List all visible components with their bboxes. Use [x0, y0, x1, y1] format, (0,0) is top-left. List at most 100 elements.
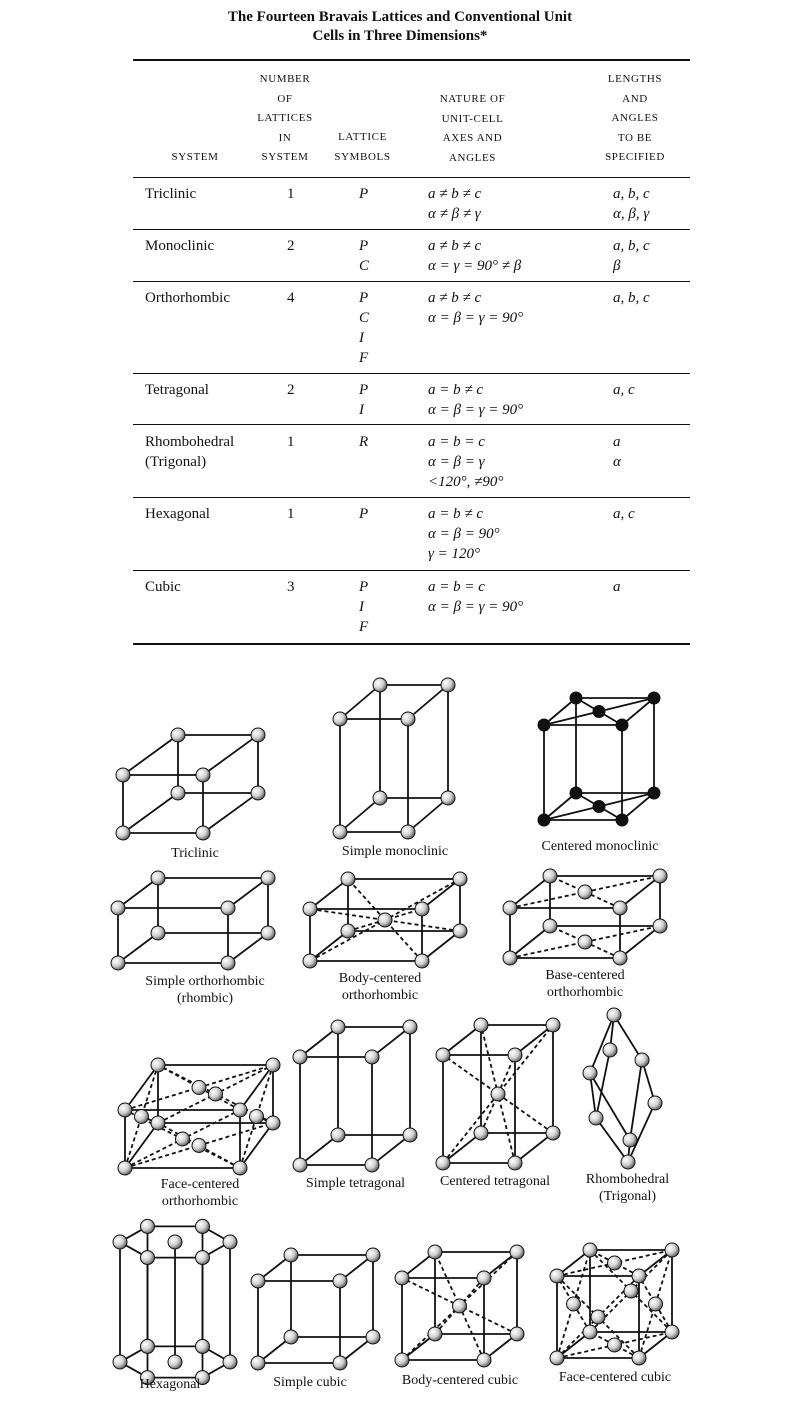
lattice-atom — [170, 727, 186, 743]
lattice-atom — [222, 1234, 238, 1250]
rhombohedral-cell — [582, 1007, 663, 1170]
lattice-atom — [664, 1242, 680, 1258]
caption-centered-tetragonal: Centered tetragonal — [439, 1174, 550, 1189]
specified-params: a, b, c — [613, 290, 650, 306]
lattice-edge — [619, 875, 661, 909]
lattice-atom — [582, 1324, 598, 1340]
lattice-edge — [509, 875, 551, 909]
lattice-atom — [250, 1273, 266, 1289]
lattice-atom — [664, 1324, 680, 1340]
lattice-atom — [542, 918, 558, 934]
lattice-atom — [542, 868, 558, 884]
lattice-atom — [220, 955, 236, 971]
table-row: Orthorhombic — [145, 290, 230, 306]
lattice-edge — [299, 1026, 339, 1058]
lattice-edge — [421, 930, 461, 962]
lattice-atom — [332, 1355, 348, 1371]
lattice-atom — [590, 1309, 606, 1325]
lattice-edge — [595, 1117, 629, 1163]
lattice-edge — [407, 797, 449, 833]
lattice-atom — [615, 813, 629, 827]
lattice-atom — [150, 1057, 166, 1073]
centered-tetragonal-cell — [435, 1017, 561, 1171]
lattice-edge — [589, 1331, 640, 1359]
lattice-edge — [371, 1026, 411, 1058]
lattice-atom — [195, 1338, 210, 1354]
lattice-edge — [299, 1134, 339, 1166]
lattice-atom — [365, 1329, 381, 1345]
lattice-atom — [195, 1370, 210, 1386]
lattice-atom — [647, 1095, 663, 1111]
lattice-edge — [202, 792, 259, 834]
lattice-edge — [514, 1132, 554, 1164]
lattice-edge — [621, 792, 655, 821]
caption-simple-monoclinic: Simple monoclinic — [341, 844, 449, 859]
lattice-atom — [394, 1352, 410, 1368]
lattice-atom — [569, 786, 583, 800]
lattice-atom — [592, 800, 606, 813]
lattice-atom — [292, 1049, 308, 1065]
lattice-atom — [167, 1354, 183, 1370]
lattice-atom — [473, 1125, 489, 1141]
simple-cubic-cell — [250, 1247, 381, 1371]
lattice-atom — [302, 953, 318, 969]
lattice-edge — [309, 878, 349, 910]
lattice-atom — [440, 677, 456, 693]
lattice-edge — [421, 878, 461, 910]
lattice-atom — [167, 1234, 183, 1250]
lattice-atom — [340, 923, 356, 939]
lattice-edge — [122, 734, 179, 776]
lattice-atom — [414, 901, 430, 917]
lattice-atom — [394, 1270, 410, 1286]
specified-params: a, c — [613, 506, 635, 522]
lattice-symbols: R — [359, 434, 369, 450]
lattice-atom — [602, 1042, 618, 1058]
lattice-count: 1 — [287, 186, 295, 202]
lattice-atom — [435, 1155, 451, 1171]
lattice-edge — [124, 1064, 159, 1111]
lattice-atom — [117, 1102, 133, 1118]
lattice-atom — [140, 1338, 155, 1354]
row-divider — [133, 281, 690, 282]
lattice-atom — [507, 1047, 523, 1063]
base-centered-orthorhombic-cell — [502, 868, 668, 966]
caption-simple-tetragonal: Simple tetragonal — [305, 1176, 406, 1191]
row-divider — [133, 424, 690, 425]
lattice-atom — [170, 785, 186, 801]
lattice-edge — [339, 797, 381, 833]
lattice-edge — [442, 1024, 554, 1164]
lattice-atom — [330, 1127, 346, 1143]
lattice-atom — [332, 824, 348, 840]
caption-body-centered-cubic: Body-centered cubic — [401, 1373, 519, 1388]
centered-monoclinic-cell — [537, 691, 661, 827]
lattice-atom — [110, 955, 126, 971]
lattice-atom — [250, 1355, 266, 1371]
bottom-rule — [133, 643, 690, 645]
lattice-edge — [621, 697, 655, 726]
lattice-edge — [442, 1132, 482, 1164]
lattice-atom — [607, 1337, 622, 1353]
lattice-atom — [545, 1017, 561, 1033]
lattice-atom — [340, 871, 356, 887]
lattice-atom — [400, 824, 416, 840]
lattice-edge — [619, 925, 661, 959]
lattice-edge — [543, 792, 577, 821]
lattice-edge — [509, 925, 661, 959]
table-row: Tetragonal — [145, 382, 209, 398]
lattice-atom — [372, 677, 388, 693]
lattice-atom — [112, 1354, 128, 1370]
lattice-atom — [509, 1244, 525, 1260]
lattice-edge — [371, 1134, 411, 1166]
lattice-atom — [473, 1017, 489, 1033]
lattice-atom — [330, 1019, 346, 1035]
lattice-edge — [117, 877, 159, 909]
caption-face-centered-cubic: Face-centered cubic — [558, 1370, 672, 1385]
